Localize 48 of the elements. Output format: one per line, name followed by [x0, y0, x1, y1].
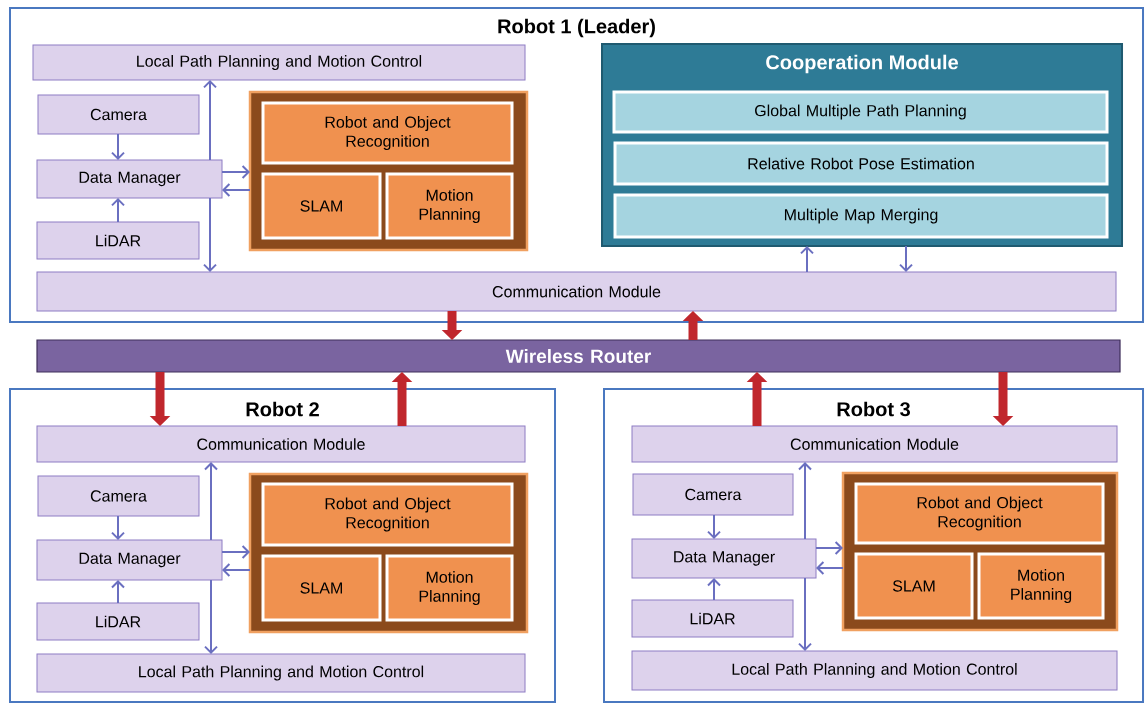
arrow — [111, 515, 125, 540]
function-box: Global Multiple Path Planning — [612, 90, 1109, 134]
function-box: Motion Planning — [385, 554, 514, 622]
arrow — [221, 165, 250, 179]
module-box: Camera — [632, 473, 794, 516]
arrow — [204, 462, 218, 541]
function-box: Robot and Object Recognition — [854, 482, 1105, 545]
module-box: Communication Module — [36, 271, 1117, 312]
arrow — [111, 133, 125, 160]
arrow — [816, 561, 844, 575]
arrow — [707, 514, 721, 539]
arrow — [899, 245, 913, 272]
router-bar: Wireless Router — [36, 339, 1121, 373]
module-box: LiDAR — [631, 599, 794, 638]
module-box: Data Manager — [631, 538, 817, 579]
function-box: Robot and Object Recognition — [261, 482, 514, 547]
function-box: Robot and Object Recognition — [261, 101, 514, 165]
module-box: Data Manager — [36, 159, 223, 199]
arrow — [815, 541, 843, 555]
module-box: Camera — [37, 94, 200, 135]
arrow — [204, 579, 218, 654]
arrow — [707, 578, 721, 601]
arrow — [111, 580, 125, 604]
module-box: Local Path Planning and Motion Control — [631, 650, 1118, 691]
function-box: Motion Planning — [385, 172, 514, 240]
module-box: LiDAR — [36, 602, 200, 641]
arrow — [203, 197, 217, 272]
module-box: Local Path Planning and Motion Control — [32, 44, 526, 81]
module-box: Data Manager — [36, 539, 223, 581]
function-box: SLAM — [261, 172, 382, 240]
arrow — [798, 577, 812, 651]
module-box: Communication Module — [631, 425, 1118, 463]
arrow — [111, 198, 125, 223]
arrow — [222, 563, 251, 577]
arrow — [203, 80, 217, 161]
arrow — [221, 545, 250, 559]
module-box: Local Path Planning and Motion Control — [36, 653, 526, 693]
function-box: Multiple Map Merging — [613, 193, 1109, 239]
function-box: Relative Robot Pose Estimation — [613, 141, 1109, 186]
module-box: Communication Module — [36, 425, 526, 463]
module-box: Camera — [37, 475, 200, 517]
function-box: Motion Planning — [977, 552, 1105, 620]
function-box: SLAM — [261, 554, 382, 622]
arrow — [798, 462, 812, 540]
function-box: SLAM — [854, 552, 974, 620]
arrow — [800, 246, 814, 273]
arrow — [222, 183, 251, 197]
module-box: LiDAR — [36, 221, 200, 260]
